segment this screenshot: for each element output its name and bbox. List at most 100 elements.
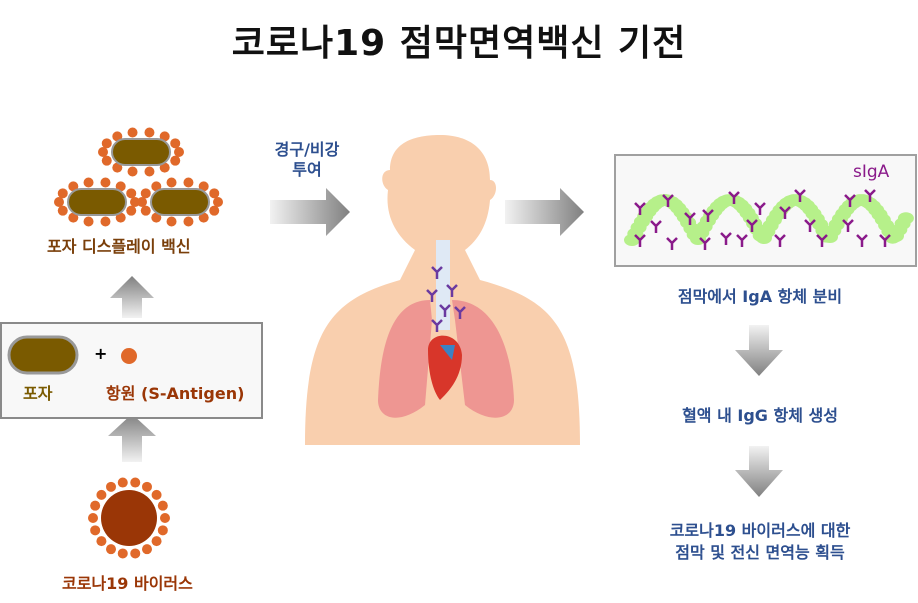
antigen-dot: [98, 147, 108, 157]
arrow-right-icon: [270, 188, 350, 236]
antigen-dot: [159, 131, 170, 142]
spike-dot: [142, 481, 152, 492]
antigen-dot: [144, 127, 155, 138]
antigen-dot: [170, 138, 181, 149]
antigen-dot: [83, 177, 94, 188]
step-igg-production: 혈액 내 IgG 항체 생성: [682, 406, 838, 425]
antibody-y-icon: [842, 219, 854, 232]
human-respiratory-system-illustration: [305, 135, 580, 445]
antibody-y-icon: [634, 234, 646, 247]
spore-display-vaccine-icon: [54, 127, 223, 227]
antigen-dot: [127, 166, 138, 177]
antigen-dot: [130, 197, 140, 207]
antigen-dot: [112, 131, 123, 142]
antibody-y-icon: [779, 206, 791, 219]
antigen-dot: [112, 162, 123, 173]
antigen-dot: [198, 212, 209, 223]
spike-dot: [130, 477, 141, 488]
antigen-dot: [101, 155, 112, 166]
antibody-y-icon: [426, 289, 438, 302]
arrow-down-icon: [735, 325, 783, 376]
virus-core: [101, 490, 157, 546]
spike-dot: [88, 513, 98, 523]
spike-dot: [96, 536, 107, 547]
antibody-y-icon: [431, 319, 443, 332]
antibody-y-icon: [454, 306, 466, 319]
spike-dot: [117, 548, 128, 559]
antigen-dot: [144, 166, 155, 177]
antigen-dot: [140, 188, 151, 199]
antibody-y-icon: [864, 189, 876, 202]
antibody-y-icon: [746, 219, 758, 232]
immunity-line-1: 코로나19 바이러스에 대한: [669, 521, 851, 540]
antibody-y-icon: [754, 202, 766, 215]
antibody-y-icon: [879, 234, 891, 247]
antigen-dot: [183, 177, 194, 188]
spike-dot: [106, 481, 116, 492]
antigen-dot: [100, 216, 111, 227]
coronavirus-icon: [88, 477, 170, 559]
antibody-y-icon: [662, 194, 674, 207]
antibody-y-icon: [728, 191, 740, 204]
antigen-dot: [170, 155, 181, 166]
antibody-y-icon: [446, 284, 458, 297]
route-line-2: 투여: [292, 160, 322, 179]
spike-dot: [157, 525, 168, 536]
immunity-line-2: 점막 및 전신 면역능 획득: [675, 543, 845, 562]
spike-dot: [96, 489, 107, 500]
antigen-dot: [100, 177, 111, 188]
antibody-y-icon: [856, 234, 868, 247]
antigen-dot: [213, 197, 223, 207]
antibody-y-icon: [666, 237, 678, 250]
siga-box: [614, 154, 917, 267]
antibody-y-icon: [804, 219, 816, 232]
antigen-dot: [126, 188, 137, 199]
antigen-dot: [198, 181, 209, 192]
antigen-dot: [68, 212, 79, 223]
antigen-icon: [121, 348, 137, 364]
antibody-y-icon: [736, 234, 748, 247]
spike-dot: [160, 513, 170, 523]
iga-bead: [897, 212, 914, 225]
antigen-dot: [166, 177, 177, 188]
spore-body: [150, 188, 210, 216]
spore-body: [67, 188, 127, 216]
antigen-dot: [183, 216, 194, 227]
page-title: 코로나19 점막면역백신 기전: [231, 23, 687, 64]
antibody-y-icon: [439, 304, 451, 317]
antibody-y-icon: [650, 220, 662, 233]
antibody-y-icon: [684, 212, 696, 225]
arrow-up-icon: [110, 276, 154, 318]
antigen-dot: [115, 212, 126, 223]
administration-route-label: 경구/비강 투여: [262, 140, 352, 180]
spike-dot: [151, 536, 162, 547]
antibody-y-icon: [702, 209, 714, 222]
antibody-y-icon: [774, 234, 786, 247]
spore-icon: [7, 335, 79, 375]
antigen-dot: [209, 188, 220, 199]
iga-antibody-chain-illustration: [624, 189, 914, 250]
step-iga-secretion: 점막에서 IgA 항체 분비: [677, 287, 843, 306]
arrow-down-icon: [735, 446, 783, 497]
spike-dot: [151, 489, 162, 500]
spike-dot: [106, 544, 116, 555]
arrow-right-icon: [505, 188, 584, 236]
spike-dot: [90, 525, 101, 536]
antibody-y-icon: [699, 237, 711, 250]
antigen-dot: [127, 127, 138, 138]
antigen-dot: [54, 197, 64, 207]
spore-label: 포자: [23, 384, 53, 403]
antibody-y-icon: [816, 234, 828, 247]
siga-label: sIgA: [853, 162, 890, 182]
antigen-dot: [209, 205, 220, 216]
antigen-dot: [126, 205, 137, 216]
spike-dot: [130, 548, 141, 559]
step-immunity: 코로나19 바이러스에 대한 점막 및 전신 면역능 획득: [620, 520, 900, 564]
spore-display-vaccine-label: 포자 디스플레이 백신: [47, 237, 191, 256]
antigen-dot: [174, 147, 184, 157]
antigen-dot: [83, 216, 94, 227]
spike-dot: [117, 477, 128, 488]
antibody-y-icon: [431, 266, 443, 279]
